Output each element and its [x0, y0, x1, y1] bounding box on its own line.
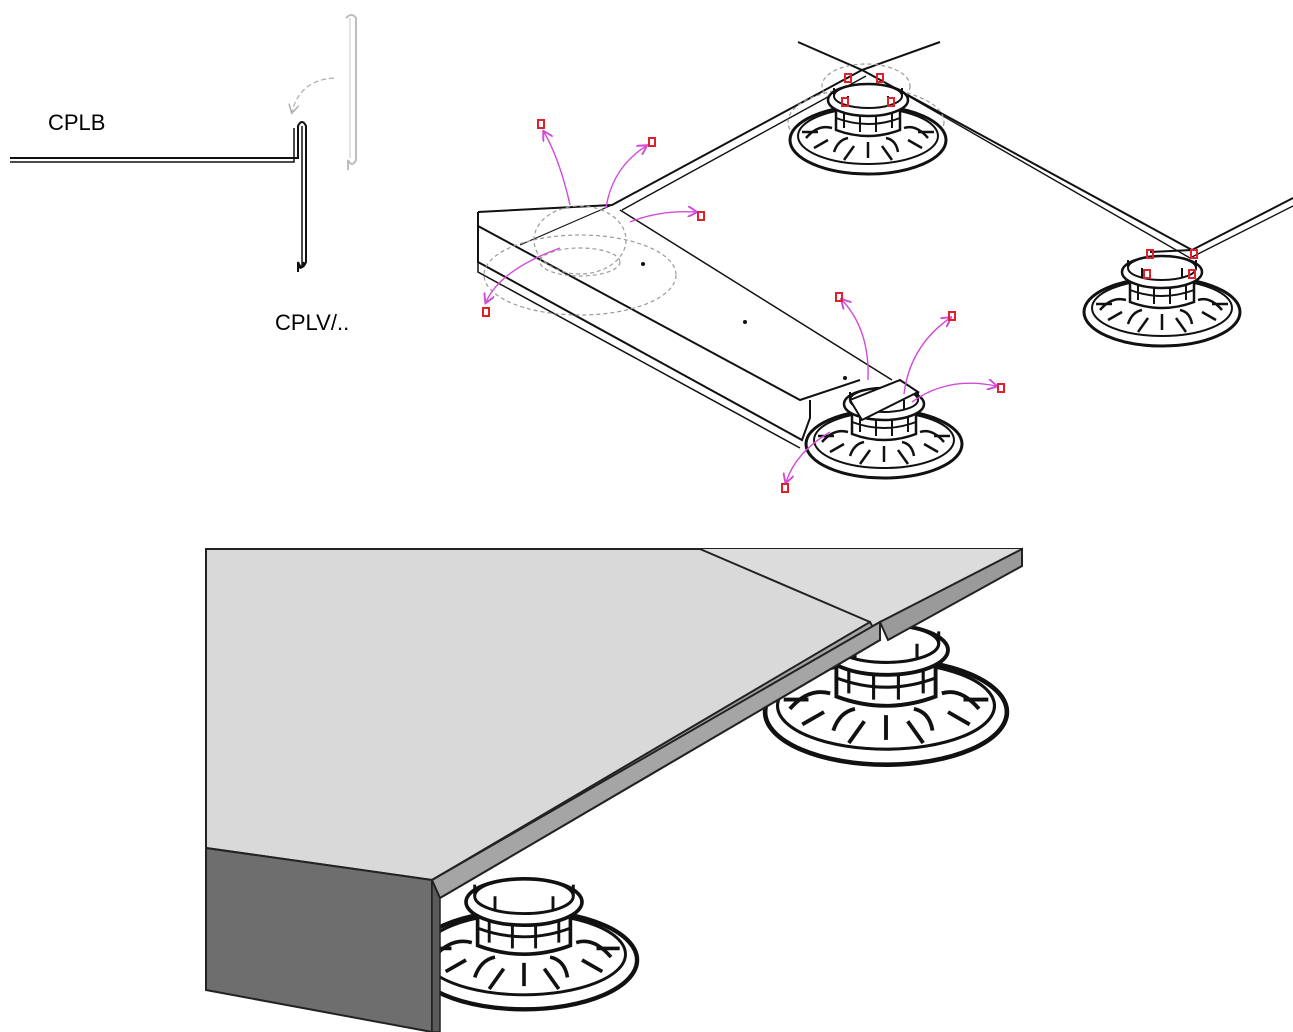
- exploded-isometric-view: [477, 41, 1293, 493]
- profile-label-cplb: CPLB: [48, 110, 106, 135]
- profile-label-cplv: CPLV/..: [275, 310, 350, 335]
- assembled-render-view: [205, 547, 1023, 1032]
- pedestal-right: [1082, 254, 1242, 348]
- profile-cross-section: [10, 14, 357, 272]
- curved-arrow-icon: [486, 132, 996, 482]
